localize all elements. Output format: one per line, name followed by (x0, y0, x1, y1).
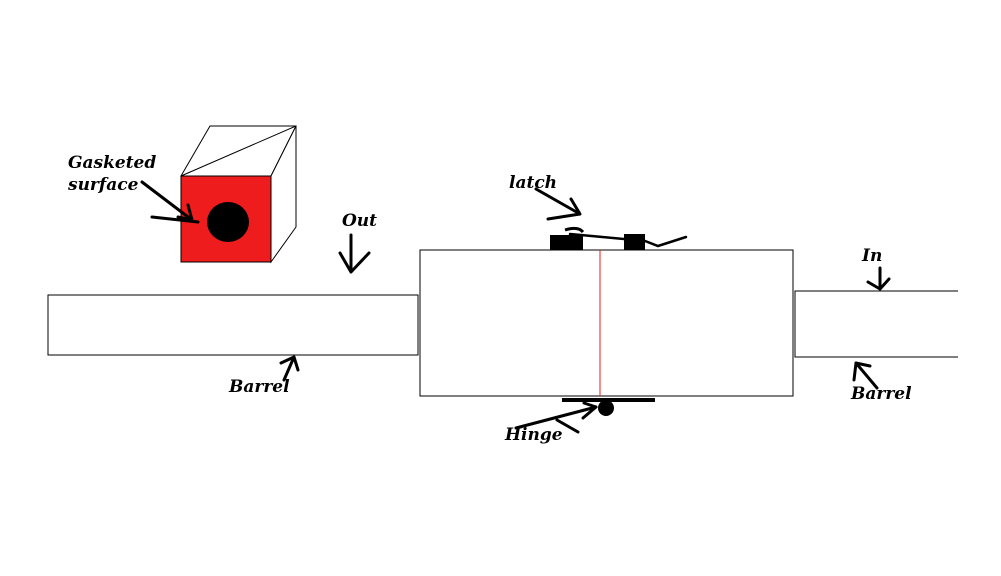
label-surface: surface (67, 175, 139, 195)
barrel-left (47, 294, 419, 356)
barrel-left-arrow (279, 355, 300, 382)
in-arrow (866, 266, 891, 291)
barrel-right (794, 290, 958, 358)
latch-catch (564, 226, 585, 234)
gasketed-arrow-lower (150, 215, 200, 224)
cube-top-diagonal (180, 125, 297, 177)
hinge-pin (598, 400, 614, 416)
out-arrow (338, 233, 371, 274)
label-latch: latch (509, 173, 557, 193)
latch-block-left (550, 235, 583, 250)
gasket-surface (180, 175, 272, 263)
latch-arrow (534, 187, 582, 221)
gasket-hole (207, 202, 249, 242)
gasketed-arrow-upper (140, 180, 194, 222)
gasket-cube (180, 125, 297, 264)
label-barrel-right: Barrel (850, 384, 912, 404)
label-in: In (861, 246, 882, 266)
latch-lever (568, 232, 688, 248)
latch-block-right (624, 234, 645, 250)
label-hinge: Hinge (504, 425, 563, 445)
main-housing (419, 249, 794, 397)
label-gasketed: Gasketed (68, 153, 156, 173)
annotation-arrows (140, 180, 891, 434)
hinge-mechanism (562, 398, 655, 416)
hinge-plate (562, 398, 655, 402)
barrel-right-arrow (852, 361, 879, 390)
label-out: Out (342, 211, 377, 231)
hinge-arrow (514, 401, 598, 434)
latch-mechanism (550, 226, 688, 250)
label-barrel-left: Barrel (228, 377, 290, 397)
